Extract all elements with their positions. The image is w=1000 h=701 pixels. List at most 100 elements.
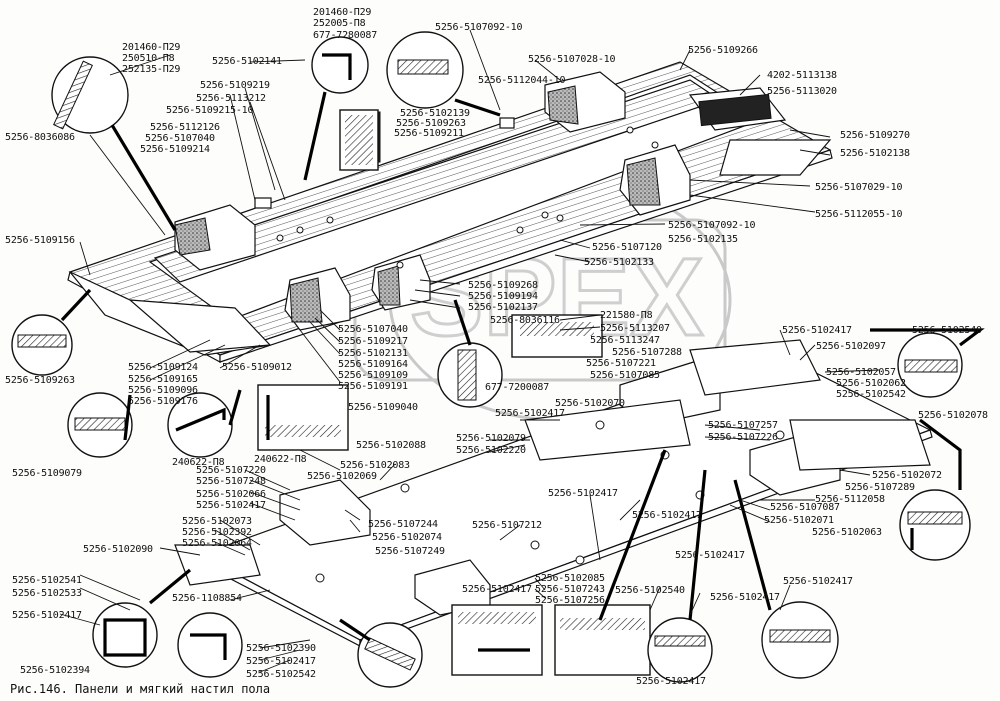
part-label: 5256-5107212 bbox=[472, 520, 542, 531]
part-label: 5256-5107085 bbox=[590, 370, 660, 381]
part-label: 5256-5107120 bbox=[592, 242, 662, 253]
part-label: 5256-5112044-10 bbox=[478, 75, 565, 86]
part-label: 5256-5107029-10 bbox=[815, 182, 902, 193]
part-label: 5256-5102542 bbox=[836, 389, 906, 400]
part-label: 5256-8036116 bbox=[490, 315, 560, 326]
part-label: 201460-П29 bbox=[122, 42, 180, 53]
part-label: 5256-5102417 bbox=[12, 610, 82, 621]
part-label: 5256-5102072 bbox=[872, 470, 942, 481]
part-label: 5256-5102062 bbox=[836, 378, 906, 389]
part-label: 5256-5107226 bbox=[708, 432, 778, 443]
part-label: 5256-5109124 bbox=[128, 362, 198, 373]
part-label: 5256-1108854 bbox=[172, 593, 242, 604]
part-label: 5256-5102074 bbox=[372, 532, 442, 543]
part-label: 5256-5102139 bbox=[400, 108, 470, 119]
part-label: 5256-5107092-10 bbox=[668, 220, 755, 231]
part-label: 5256-5102085 bbox=[535, 573, 605, 584]
lower-floor-assembly bbox=[174, 339, 933, 647]
part-label: 5256-5109263 bbox=[5, 375, 75, 386]
part-label: 250510-П8 bbox=[122, 53, 175, 64]
part-label: 5256-5102417 bbox=[632, 510, 702, 521]
part-label: 5256-5107092-10 bbox=[435, 22, 522, 33]
part-label: 252135-П29 bbox=[122, 64, 180, 75]
part-label: 5256-5113247 bbox=[590, 335, 660, 346]
part-label: 5256-5102057 bbox=[826, 367, 896, 378]
part-label: 5256-5109176 bbox=[128, 396, 198, 407]
part-label: 5256-5109164 bbox=[338, 359, 408, 370]
part-label: 5256-5109217 bbox=[338, 336, 408, 347]
part-label: 5256-5109268 bbox=[468, 280, 538, 291]
part-label: 5256-5102533 bbox=[12, 588, 82, 599]
part-label: 5256-5102417 bbox=[675, 550, 745, 561]
part-label: 5256-5102079 bbox=[456, 433, 526, 444]
part-label: 5256-5109219 bbox=[200, 80, 270, 91]
part-label: 5256-5112126 bbox=[150, 122, 220, 133]
part-label: 5256-5102088 bbox=[356, 440, 426, 451]
part-label: 5256-5102417 bbox=[196, 500, 266, 511]
upper-floor-assembly bbox=[67, 61, 833, 364]
part-label: 5256-5112055-10 bbox=[815, 209, 902, 220]
part-label: 5256-5109165 bbox=[128, 374, 198, 385]
part-label: 5256-5107249 bbox=[375, 546, 445, 557]
part-label: 677-7280087 bbox=[313, 30, 377, 41]
part-label: 5256-8036086 bbox=[5, 132, 75, 143]
part-label: 5256-5102417 bbox=[782, 325, 852, 336]
part-label: 5256-5109194 bbox=[468, 291, 538, 302]
part-label: 5256-5107087 bbox=[770, 502, 840, 513]
part-label: 5256-5102133 bbox=[584, 257, 654, 268]
part-label: 5256-5109263 bbox=[396, 118, 466, 129]
detail-leaders bbox=[60, 91, 985, 642]
part-label: 5256-5102541 bbox=[12, 575, 82, 586]
part-label: 5256-5107288 bbox=[612, 347, 682, 358]
part-label: 5256-5102220 bbox=[456, 445, 526, 456]
part-label: 5256-5102069 bbox=[307, 471, 377, 482]
part-label: 5256-5102540 bbox=[615, 585, 685, 596]
part-label: 5256-5109096 bbox=[128, 385, 198, 396]
part-label: 5256-5102135 bbox=[668, 234, 738, 245]
part-label: 5256-5102064 bbox=[182, 538, 252, 549]
part-label: 5256-5102417 bbox=[548, 488, 618, 499]
part-label: 240622-П8 bbox=[172, 457, 225, 468]
part-label: 5256-5102071 bbox=[764, 515, 834, 526]
part-label: 5256-5102417 bbox=[495, 408, 565, 419]
part-label: 5256-5109266 bbox=[688, 45, 758, 56]
part-label: 5256-5102070 bbox=[555, 398, 625, 409]
part-label: 5256-5107244 bbox=[368, 519, 438, 530]
part-label: 5256-5102542 bbox=[246, 669, 316, 680]
part-label: 5256-5107028-10 bbox=[528, 54, 615, 65]
part-label: 5256-5113212 bbox=[196, 93, 266, 104]
part-label: 677-7200087 bbox=[485, 382, 549, 393]
part-label: 5256-5109215-10 bbox=[166, 105, 253, 116]
part-label: 5256-5113020 bbox=[767, 86, 837, 97]
part-label: 5256-5102417 bbox=[710, 592, 780, 603]
part-label: 5256-5102090 bbox=[83, 544, 153, 555]
part-label: 5256-5102141 bbox=[212, 56, 282, 67]
detail-callouts bbox=[11, 31, 971, 688]
part-label: 4202-5113138 bbox=[767, 70, 837, 81]
thin-leaders bbox=[59, 29, 881, 673]
part-labels: 201460-П29 252005-П8 677-7280087 5256-51… bbox=[5, 7, 988, 687]
part-label: 5256-5107220 bbox=[196, 465, 266, 476]
part-label: 5256-5102137 bbox=[468, 302, 538, 313]
part-label: 5256-5102083 bbox=[340, 460, 410, 471]
part-label: 5256-5102417 bbox=[246, 656, 316, 667]
part-label: 5256-5102131 bbox=[338, 348, 408, 359]
part-label: 5256-5102392 bbox=[182, 527, 252, 538]
part-label: 5256-5109109 bbox=[338, 370, 408, 381]
part-label: 221580-П8 bbox=[600, 310, 653, 321]
part-label: 5256-5102138 bbox=[840, 148, 910, 159]
part-label: 5256-5102073 bbox=[182, 516, 252, 527]
part-label: 5256-5102417 bbox=[636, 676, 706, 687]
part-label: 5256-5109156 bbox=[5, 235, 75, 246]
part-label: 5256-5107040 bbox=[338, 324, 408, 335]
part-label: 5256-5102540 bbox=[912, 325, 982, 336]
part-label: 240622-П8 bbox=[254, 454, 307, 465]
part-label: 5256-5109012 bbox=[222, 362, 292, 373]
part-label: 5256-5102097 bbox=[816, 341, 886, 352]
part-label: 201460-П29 bbox=[313, 7, 371, 18]
part-label: 5256-5107248 bbox=[196, 476, 266, 487]
part-label: 5256-5109270 bbox=[840, 130, 910, 141]
part-label: 5256-5109040 bbox=[348, 402, 418, 413]
